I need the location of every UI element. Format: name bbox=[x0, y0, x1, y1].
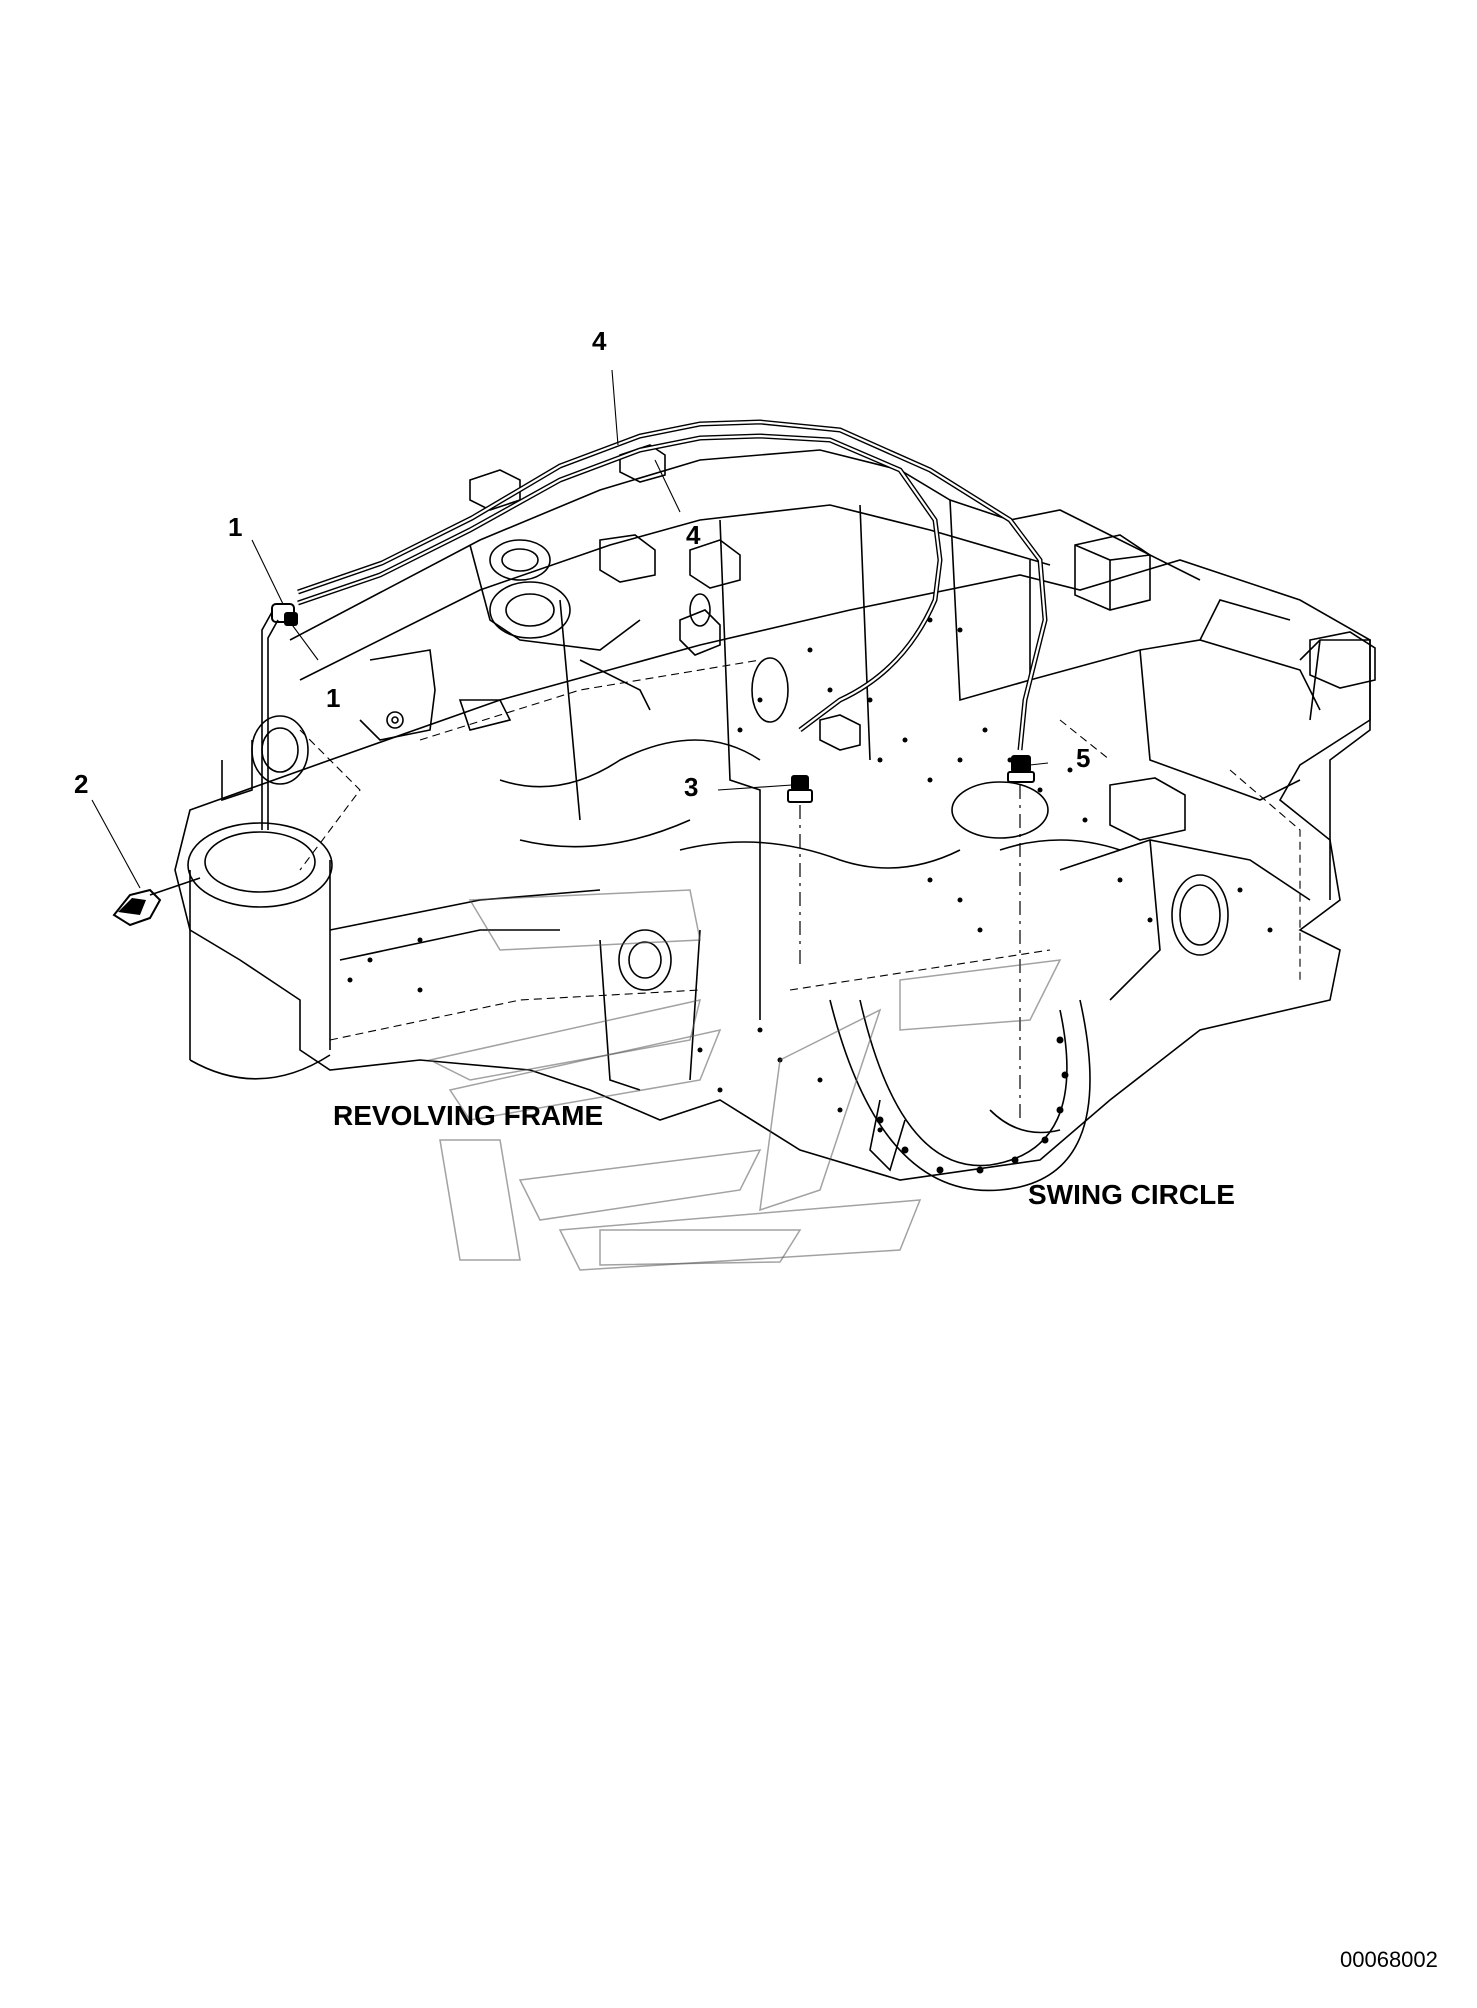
callout-4-mid: 4 bbox=[686, 520, 701, 550]
swing-circle-drawing bbox=[829, 999, 1091, 1192]
watermark-logo bbox=[427, 889, 1062, 1271]
drawing-reference-number: 00068002 bbox=[1340, 1947, 1438, 1972]
label-swing-circle: SWING CIRCLE bbox=[1028, 1179, 1235, 1210]
callout-3: 3 bbox=[684, 772, 698, 802]
part-2-fitting bbox=[112, 877, 201, 927]
callout-1-upper: 1 bbox=[228, 512, 242, 542]
callout-1-lower: 1 bbox=[326, 683, 340, 713]
revolving-frame-drawing bbox=[174, 444, 1376, 1181]
callout-5: 5 bbox=[1076, 743, 1090, 773]
grease-tubes bbox=[261, 419, 1048, 1120]
callout-4-top: 4 bbox=[592, 326, 607, 356]
frame-holes bbox=[347, 617, 1273, 1133]
label-revolving-frame: REVOLVING FRAME bbox=[333, 1100, 603, 1131]
leader-lines bbox=[91, 369, 1049, 889]
callout-2: 2 bbox=[74, 769, 88, 799]
